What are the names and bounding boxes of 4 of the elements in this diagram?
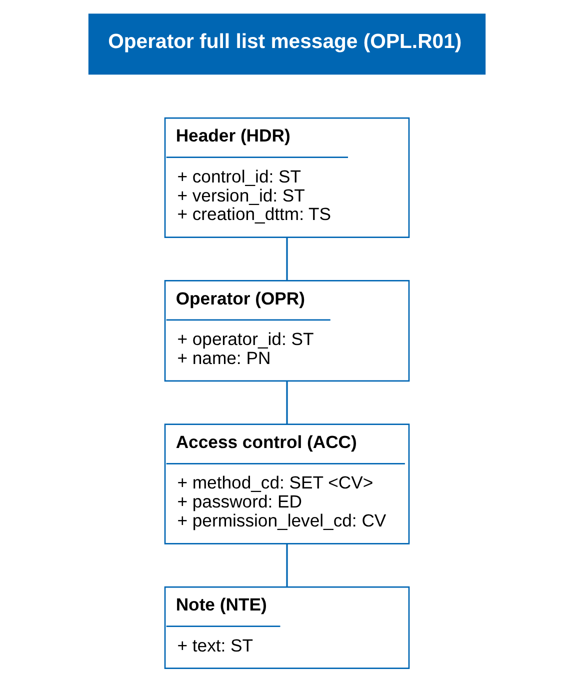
- connector: [286, 544, 288, 587]
- connector: [286, 237, 288, 281]
- node-box: Operator full list message (OPL.R01): [88, 14, 486, 75]
- connector: [286, 380, 288, 424]
